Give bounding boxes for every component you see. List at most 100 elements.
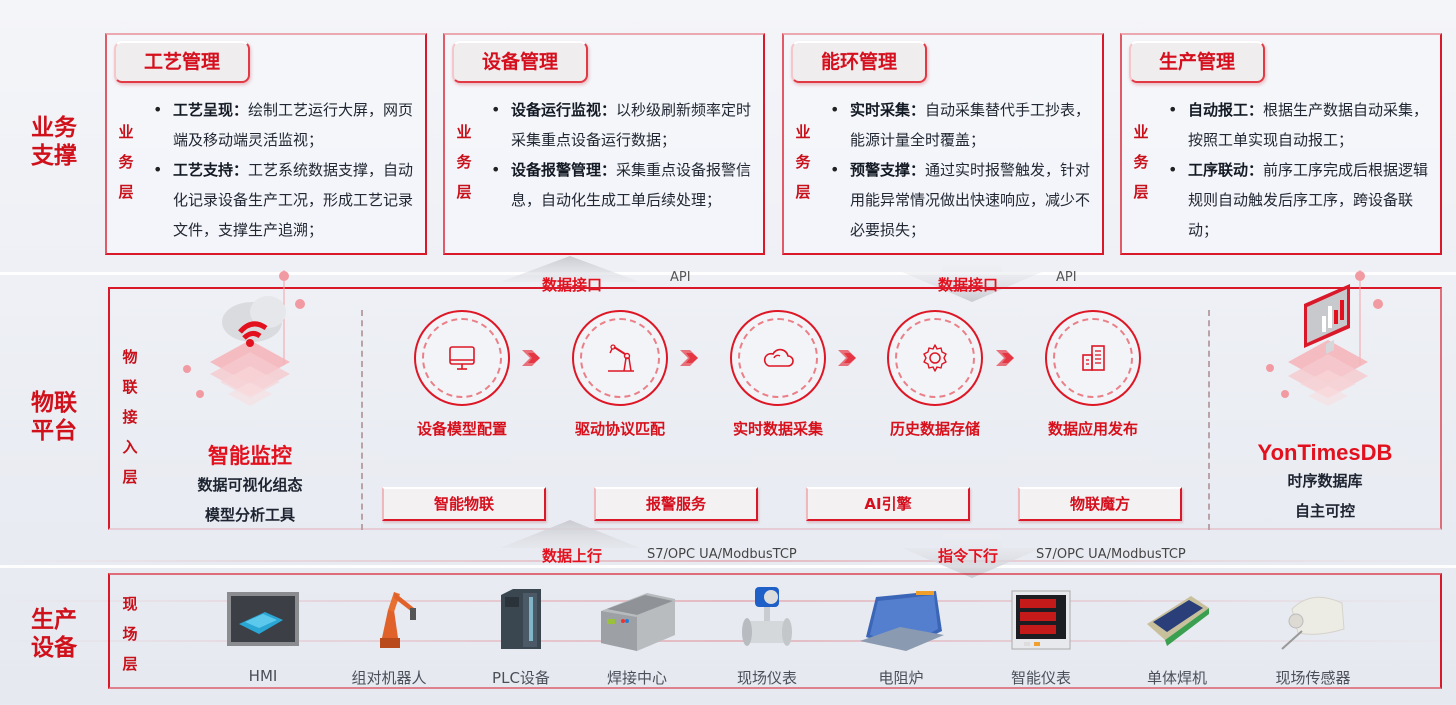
row-label-text: 物联平台	[31, 390, 77, 444]
card-item-title: 自动报工：	[1188, 101, 1264, 119]
step-data-publish: 数据应用发布	[1023, 310, 1163, 439]
left-feature-title: 智能监控	[208, 444, 292, 468]
card-item-text: 前序工序完成后根据逻辑规则自动触发后序工序，跨设备联动；	[1188, 161, 1429, 239]
sensor-icon	[1281, 596, 1345, 650]
card-item: 工序联动：前序工序完成后根据逻辑规则自动触发后序工序，跨设备联动；	[1166, 155, 1432, 245]
chevron-right-icon	[838, 350, 856, 366]
step-circle	[887, 310, 983, 406]
downlink-protocol-label: S7/OPC UA/ModbusTCP	[1036, 547, 1186, 562]
cloud-wifi-icon	[183, 270, 305, 406]
device-label: 现场仪表	[736, 669, 797, 687]
card-item: 工艺支持：工艺系统数据支撑，自动化记录设备生产工况，形成工艺记录文件，支撑生产追…	[151, 155, 417, 245]
card-item: 自动报工：根据生产数据自动采集，按照工单实现自动报工；	[1166, 95, 1432, 155]
card-title: 生产管理	[1129, 41, 1265, 83]
card-item-title: 预警支撑：	[850, 161, 926, 179]
welding-center-icon	[601, 593, 675, 651]
row-label-business: 业务支撑	[22, 114, 86, 170]
api-label: API	[1056, 270, 1077, 285]
arrow-up-icon	[500, 520, 640, 564]
left-feature-line: 模型分析工具	[204, 506, 295, 524]
service-pill-iot-cube: 物联魔方	[1018, 487, 1182, 521]
card-item-text: 以秒级刷新频率定时采集重点设备运行数据；	[511, 101, 752, 149]
chevron-right-icon	[522, 350, 540, 366]
step-realtime-collection: 实时数据采集	[708, 310, 848, 439]
access-layer-label: 物联接入层	[122, 348, 138, 486]
device-field-sensor: 现场传感器	[1258, 585, 1368, 688]
card-item-text: 工艺系统数据支撑，自动化记录设备生产工况，形成工艺记录文件，支撑生产追溯；	[173, 161, 414, 239]
step-label: 驱动协议匹配	[574, 420, 665, 438]
card-item: 预警支撑：通过实时报警触发，针对用能异常情况做出快速响应，减少不必要损失；	[828, 155, 1094, 245]
card-item-text: 根据生产数据自动采集，按照工单实现自动报工；	[1188, 101, 1429, 149]
card-item-title: 工艺呈现：	[173, 101, 249, 119]
device-label: 组对机器人	[351, 669, 427, 687]
device-label: 单体焊机	[1146, 669, 1207, 687]
furnace-rack-icon	[860, 591, 944, 651]
iot-platform-frame	[108, 287, 1442, 530]
card-production-management: 生产管理 业务层 自动报工：根据生产数据自动采集，按照工单实现自动报工； 工序联…	[1120, 33, 1442, 255]
card-process-management: 工艺管理 业务层 工艺呈现：绘制工艺运行大屏，网页端及移动端灵活监视； 工艺支持…	[105, 33, 427, 255]
business-layer-label: 业务层	[118, 123, 134, 201]
card-item-text: 通过实时报警触发，针对用能异常情况做出快速响应，减少不必要损失；	[850, 161, 1091, 239]
card-item-list: 实时采集：自动采集替代手工抄表，能源计量全时覆盖； 预警支撑：通过实时报警触发，…	[828, 95, 1094, 245]
robot-arm-icon	[608, 344, 634, 372]
device-hmi: HMI	[208, 585, 318, 685]
hmi-panel-icon	[227, 592, 299, 646]
left-feature-line: 数据可视化组态	[197, 476, 303, 494]
building-icon	[1082, 345, 1105, 371]
card-item: 工艺呈现：绘制工艺运行大屏，网页端及移动端灵活监视；	[151, 95, 417, 155]
business-layer-label: 业务层	[456, 123, 472, 201]
background-streak	[0, 600, 1456, 602]
right-feature-line: 时序数据库	[1287, 472, 1363, 490]
device-robot: 组对机器人	[334, 585, 444, 688]
arrow-up-icon	[500, 256, 640, 292]
device-plc: PLC设备	[466, 585, 576, 688]
step-label: 设备模型配置	[416, 420, 507, 438]
card-item-title: 工序联动：	[1188, 161, 1264, 179]
cloud-icon	[763, 348, 794, 367]
field-layer-frame	[108, 573, 1442, 689]
arrow-down-icon	[902, 534, 1042, 578]
left-feature: 智能监控 数据可视化组态 模型分析工具	[170, 440, 330, 530]
card-item: 设备运行监视：以秒级刷新频率定时采集重点设备运行数据；	[489, 95, 755, 155]
card-item: 实时采集：自动采集替代手工抄表，能源计量全时覆盖；	[828, 95, 1094, 155]
step-history-storage: 历史数据存储	[865, 310, 1005, 439]
device-label: 电阻炉	[878, 669, 924, 687]
card-item-list: 自动报工：根据生产数据自动采集，按照工单实现自动报工； 工序联动：前序工序完成后…	[1166, 95, 1432, 245]
card-item-title: 实时采集：	[850, 101, 926, 119]
background-band	[0, 565, 1456, 568]
gear-icon	[923, 344, 947, 372]
card-item-text: 绘制工艺运行大屏，网页端及移动端灵活监视；	[173, 101, 414, 149]
uplink-protocol-label: S7/OPC UA/ModbusTCP	[647, 547, 797, 562]
card-item-title: 设备运行监视：	[511, 101, 617, 119]
row-label-text: 生产设备	[31, 607, 77, 661]
robot-arm-icon	[380, 592, 416, 648]
flow-meter-icon	[742, 587, 792, 646]
business-layer-label: 业务层	[795, 123, 811, 201]
device-label: 现场传感器	[1275, 669, 1351, 687]
card-item-list: 工艺呈现：绘制工艺运行大屏，网页端及移动端灵活监视； 工艺支持：工艺系统数据支撑…	[151, 95, 417, 245]
background-band	[0, 272, 1456, 275]
row-label-text: 业务支撑	[31, 115, 77, 169]
data-uplink-label: 数据上行	[542, 547, 603, 565]
right-feature-title: YonTimesDB	[1257, 440, 1393, 465]
service-pill-smart-iot: 智能物联	[382, 487, 546, 521]
step-circle	[572, 310, 668, 406]
device-resistance-furnace: 电阻炉	[846, 585, 956, 688]
step-label: 数据应用发布	[1047, 420, 1138, 438]
monitor-chart-icon	[1266, 270, 1383, 406]
welder-module-icon	[1147, 596, 1209, 646]
step-label: 实时数据采集	[732, 420, 823, 438]
device-label: PLC设备	[492, 669, 550, 687]
device-field-meter: 现场仪表	[712, 585, 822, 688]
card-equipment-management: 设备管理 业务层 设备运行监视：以秒级刷新频率定时采集重点设备运行数据； 设备报…	[443, 33, 765, 255]
api-label: API	[670, 270, 691, 285]
step-circle	[414, 310, 510, 406]
card-title: 能环管理	[791, 41, 927, 83]
data-interface-label: 数据接口	[542, 276, 603, 294]
dashed-separator	[1208, 310, 1210, 530]
service-pill-ai-engine: AI引擎	[806, 487, 970, 521]
device-smart-meter: 智能仪表	[986, 585, 1096, 688]
card-item-title: 工艺支持：	[173, 161, 249, 179]
card-item-text: 采集重点设备报警信息，自动化生成工单后续处理；	[511, 161, 752, 209]
chevron-right-icon	[996, 350, 1014, 366]
